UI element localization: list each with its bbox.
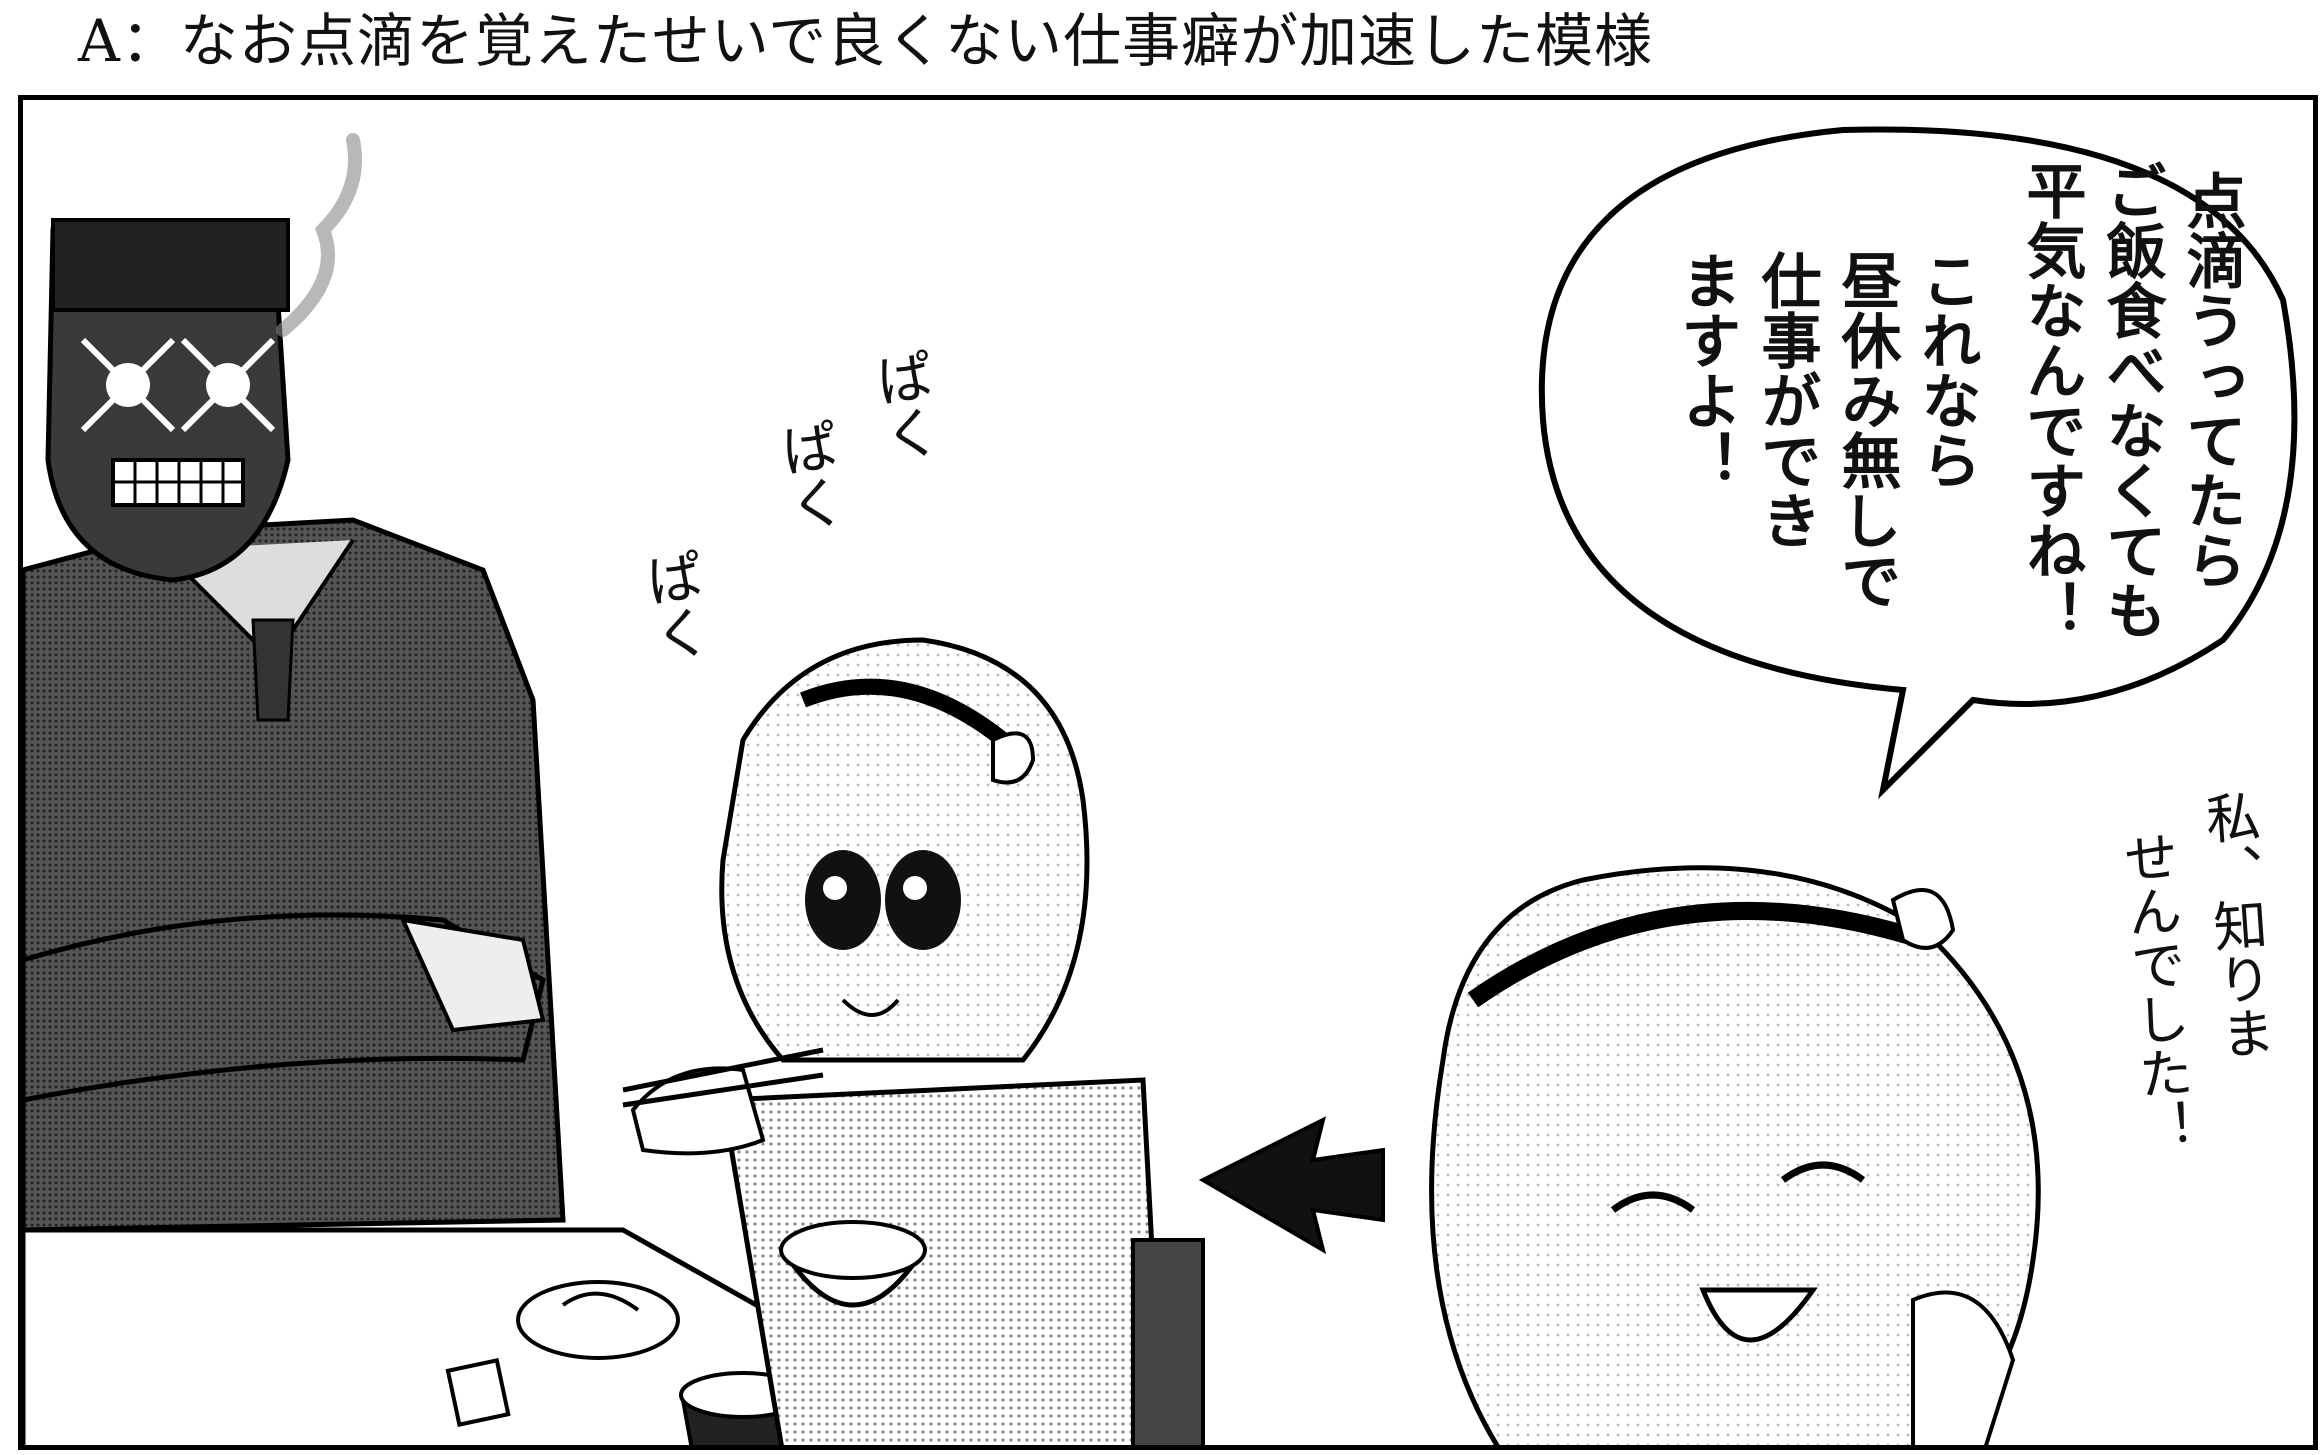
caption: A：なお点滴を覚えたせいで良くない仕事癖が加速した模様: [78, 7, 1654, 75]
man-in-suit: [23, 133, 566, 1233]
arrow-left: [1198, 1116, 1385, 1255]
comic-panel: 点滴うってたら ご飯食べなくても 平気なんですね！ これなら 昼休み無しで 仕事…: [18, 95, 2318, 1450]
speech-line-3: 平気なんですね！: [2016, 160, 2086, 640]
speech-bubble: [1538, 126, 2298, 800]
speech-line-2: ご飯食べなくても: [2096, 160, 2166, 640]
sfx-paku-3: ぱく: [633, 545, 714, 666]
speech-line-1: 点滴うってたら: [2176, 170, 2246, 590]
comic-illustration: [23, 126, 2298, 1445]
speech-line-6: 仕事ができ: [1751, 250, 1821, 550]
girl-smiling: [1429, 865, 2041, 1445]
sfx-paku-1: ぱく: [863, 345, 944, 466]
dining-table: [23, 1227, 1011, 1445]
girl-eating: [622, 637, 1205, 1445]
sfx-paku-2: ぱく: [768, 415, 849, 536]
speech-line-5: 昼休み無しで: [1831, 250, 1901, 610]
speech-line-4: これなら: [1911, 250, 1981, 490]
speech-line-7: ますよ！: [1671, 250, 1741, 490]
